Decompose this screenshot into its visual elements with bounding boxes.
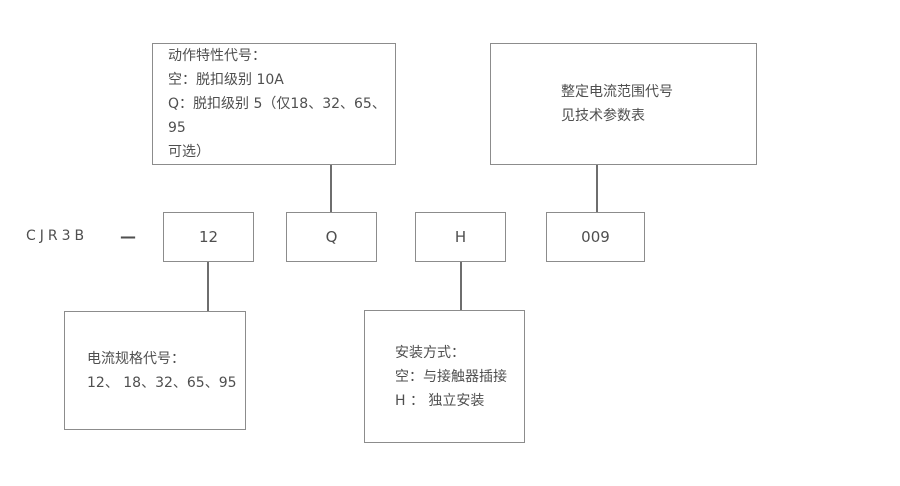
callout-current-spec: 电流规格代号： 12、 18、32、65、95 [64, 311, 246, 430]
callout-text-line: 空：与接触器插接 [395, 368, 507, 385]
callout-text-line: 见技术参数表 [561, 108, 645, 124]
callout-text-line: 12、 18、32、65、95 [87, 374, 237, 391]
code-box-current-range: 009 [546, 212, 645, 262]
model-prefix-label: CJR3B [26, 228, 89, 244]
callout-text-line: 空：脱扣级别 10A [168, 72, 284, 88]
callout-text-line: H ： 独立安装 [395, 392, 485, 409]
callout-text-line: Q：脱扣级别 5（仅18、32、65、95 [168, 96, 386, 136]
connector-line-action [330, 165, 332, 212]
code-box-mounting: H [415, 212, 506, 262]
code-box-label: Q [325, 228, 338, 246]
callout-mounting: 安装方式： 空：与接触器插接 H ： 独立安装 [364, 310, 525, 443]
callout-text-line: 电流规格代号： [87, 350, 185, 367]
callout-text-line: 可选） [168, 144, 210, 160]
code-box-current-spec: 12 [163, 212, 254, 262]
callout-current-range: 整定电流范围代号 见技术参数表 [490, 43, 757, 165]
callout-text-line: 整定电流范围代号 [561, 84, 673, 100]
code-box-action-characteristic: Q [286, 212, 377, 262]
connector-line-mount [460, 262, 462, 310]
code-box-label: 12 [198, 228, 219, 246]
connector-line-range [596, 165, 598, 212]
model-separator-dash: — [120, 227, 136, 246]
callout-action-characteristic: 动作特性代号： 空：脱扣级别 10A Q：脱扣级别 5（仅18、32、65、95… [152, 43, 396, 165]
callout-text-line: 安装方式： [395, 344, 465, 361]
connector-line-spec [207, 262, 209, 311]
code-box-label: H [454, 228, 467, 246]
code-box-label: 009 [581, 228, 610, 246]
callout-text-line: 动作特性代号： [168, 48, 266, 64]
